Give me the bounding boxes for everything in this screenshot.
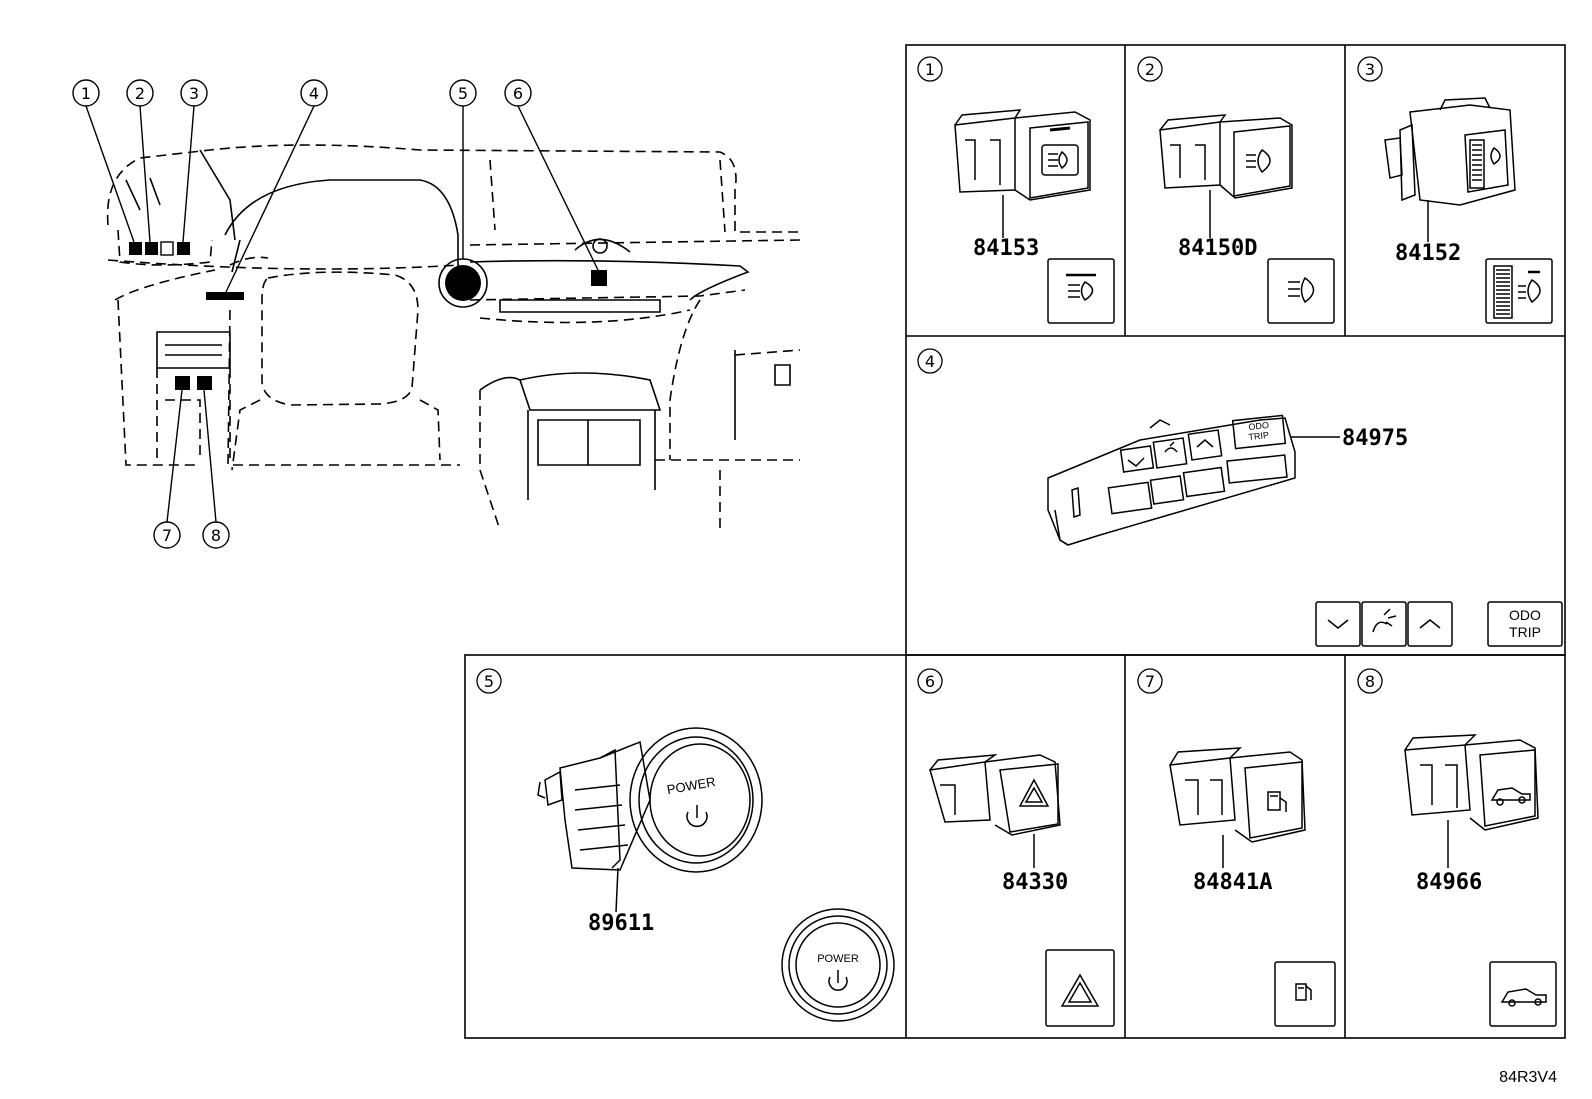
callout-1: 1 — [81, 84, 91, 103]
switch-84841A-drawing — [1169, 747, 1306, 868]
icon-boxes-multi-info — [1315, 601, 1563, 647]
switch-84330-drawing — [929, 754, 1061, 868]
panel-number-circles — [476, 56, 1383, 694]
panel-num-5: 5 — [484, 672, 494, 691]
panel-num-7: 7 — [1145, 672, 1155, 691]
panel-num-1: 1 — [925, 60, 935, 79]
icon-box-headlight-beam — [1267, 258, 1335, 324]
part-number-84975: 84975 — [1342, 426, 1408, 451]
callout-6: 6 — [513, 84, 523, 103]
part-number-84966: 84966 — [1416, 870, 1482, 895]
power-label-drawing: POWER — [666, 774, 717, 797]
callout-2: 2 — [135, 84, 145, 103]
panel-num-8: 8 — [1365, 672, 1375, 691]
callout-circles — [72, 79, 532, 549]
panel-grid — [464, 44, 1566, 1039]
reference-code: 84R3V4 — [1499, 1069, 1557, 1086]
callout-8: 8 — [211, 526, 221, 545]
panel-num-4: 4 — [925, 352, 935, 371]
switch-84152-drawing — [1384, 97, 1516, 242]
part-number-84150D: 84150D — [1178, 236, 1257, 261]
part-number-84152: 84152 — [1395, 241, 1461, 266]
odo-label-line1: ODO — [1509, 607, 1541, 623]
icon-power-button — [781, 908, 895, 1022]
dashboard-overview — [106, 144, 801, 531]
panel-num-3: 3 — [1365, 60, 1375, 79]
odo-small-line1: ODO — [1248, 420, 1269, 432]
part-number-84153: 84153 — [973, 236, 1039, 261]
icon-box-auto-headlight — [1047, 258, 1115, 324]
icon-box-headlight-leveling — [1485, 258, 1553, 324]
part-number-84330: 84330 — [1002, 870, 1068, 895]
icon-box-fuel-door — [1274, 961, 1336, 1027]
odo-small-line2: TRIP — [1248, 430, 1269, 442]
callout-leaders — [85, 105, 599, 523]
icon-box-hazard — [1045, 949, 1115, 1027]
switch-84975-drawing — [1047, 414, 1296, 546]
callout-3: 3 — [189, 84, 199, 103]
switch-84153-drawing — [954, 109, 1091, 238]
odo-label-line2: TRIP — [1509, 624, 1541, 640]
switch-89611-drawing — [537, 727, 763, 913]
part-number-84841A: 84841A — [1193, 870, 1272, 895]
icon-box-liftgate — [1489, 961, 1557, 1027]
callout-5: 5 — [458, 84, 468, 103]
callout-7: 7 — [162, 526, 172, 545]
panel-num-6: 6 — [925, 672, 935, 691]
part-number-89611: 89611 — [588, 911, 654, 936]
power-label-icon: POWER — [817, 953, 859, 965]
dash-switch-markers — [129, 241, 607, 390]
panel-num-2: 2 — [1145, 60, 1155, 79]
switch-84966-drawing — [1404, 734, 1539, 868]
callout-4: 4 — [309, 84, 319, 103]
switch-84150D-drawing — [1159, 114, 1293, 238]
